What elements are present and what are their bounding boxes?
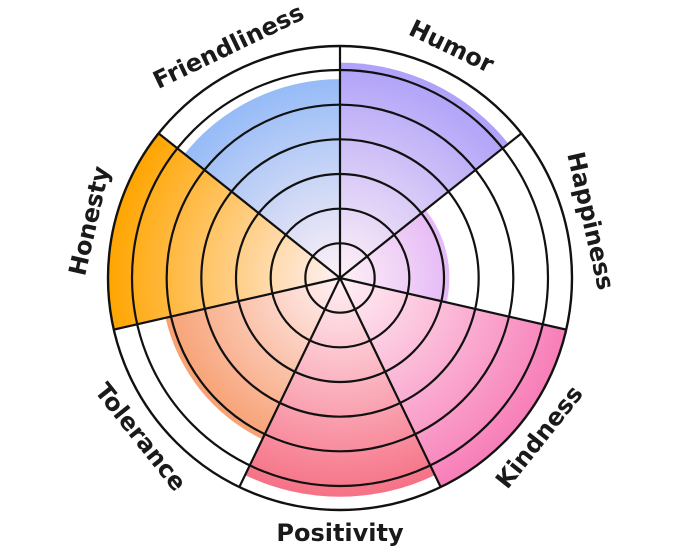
wedge-happiness	[340, 209, 450, 303]
spoke-5	[113, 276, 341, 331]
spoke-1	[339, 132, 523, 279]
wedge-tolerance	[165, 278, 340, 440]
wedge-positivity	[245, 278, 435, 497]
label-humor: Humor	[405, 14, 499, 79]
label-friendliness: Friendliness	[149, 0, 309, 95]
grid-group	[106, 44, 574, 512]
spoke-4	[238, 277, 341, 488]
wedge-friendliness	[184, 79, 340, 278]
label-happiness: Happiness	[561, 149, 620, 293]
spoke-6	[157, 132, 341, 279]
spoke-2	[339, 276, 567, 331]
label-positivity: Positivity	[276, 519, 404, 547]
spoke-3	[339, 277, 442, 488]
